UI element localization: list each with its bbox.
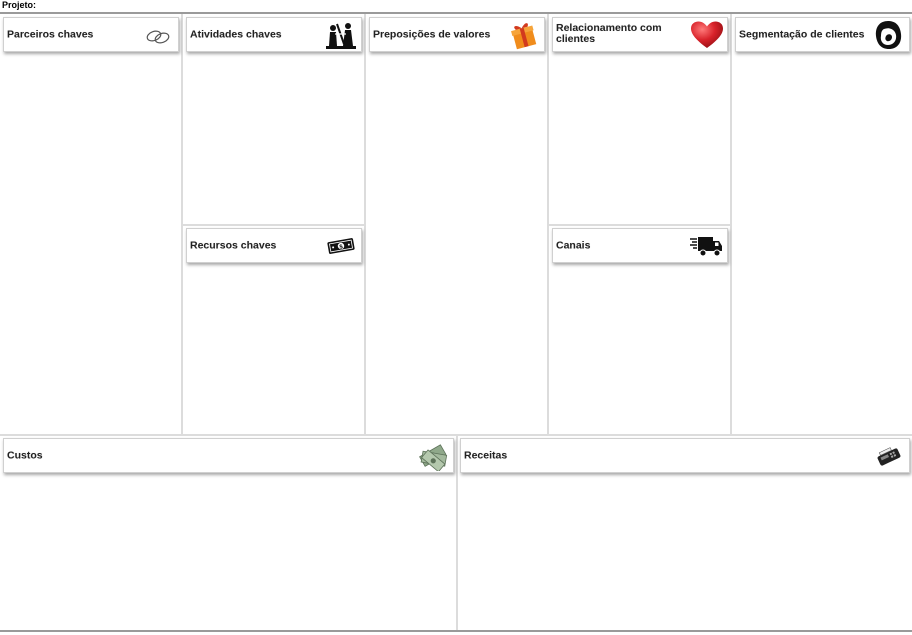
- svg-text:$: $: [339, 244, 344, 251]
- customer-relationships-label: Relacionamento com clientes: [556, 22, 662, 45]
- card-terminal-icon: [872, 441, 906, 471]
- key-activities-header[interactable]: Atividades chaves: [186, 17, 362, 52]
- rings-icon: [141, 20, 175, 50]
- bottom-divider: [0, 630, 912, 632]
- key-resources-header[interactable]: Recursos chaves $: [186, 228, 362, 263]
- channels-header[interactable]: Canais: [552, 228, 728, 263]
- value-propositions-label: Preposições de valores: [373, 28, 491, 40]
- column-divider: [730, 14, 732, 435]
- column-divider: [364, 14, 366, 435]
- column-divider: [456, 436, 458, 630]
- project-label: Projeto:: [2, 0, 37, 10]
- revenues-label: Receitas: [464, 449, 508, 461]
- customer-segments-header[interactable]: Segmentação de clientes: [735, 17, 910, 52]
- costs-label: Custos: [7, 449, 43, 461]
- key-partners-label: Parceiros chaves: [7, 28, 94, 40]
- column-divider: [547, 14, 549, 435]
- row-divider: [549, 224, 730, 226]
- customer-segments-label: Segmentação de clientes: [739, 28, 865, 40]
- key-activities-label: Atividades chaves: [190, 28, 282, 40]
- costs-header[interactable]: Custos: [3, 438, 454, 473]
- heart-icon: [690, 20, 724, 50]
- money-stack-icon: [416, 441, 450, 471]
- money-bill-icon: $: [324, 231, 358, 261]
- row-divider: [0, 434, 912, 436]
- mother-child-icon: [872, 20, 906, 50]
- key-partners-header[interactable]: Parceiros chaves: [3, 17, 179, 52]
- value-propositions-header[interactable]: Preposições de valores: [369, 17, 545, 52]
- column-divider: [181, 14, 183, 435]
- revenues-header[interactable]: Receitas: [460, 438, 910, 473]
- workers-icon: [324, 20, 358, 50]
- row-divider: [183, 224, 364, 226]
- channels-label: Canais: [556, 239, 591, 251]
- gift-icon: [507, 20, 541, 50]
- delivery-truck-icon: [690, 231, 724, 261]
- key-resources-label: Recursos chaves: [190, 239, 277, 251]
- customer-relationships-header[interactable]: Relacionamento com clientes: [552, 17, 728, 52]
- top-divider: [0, 12, 912, 14]
